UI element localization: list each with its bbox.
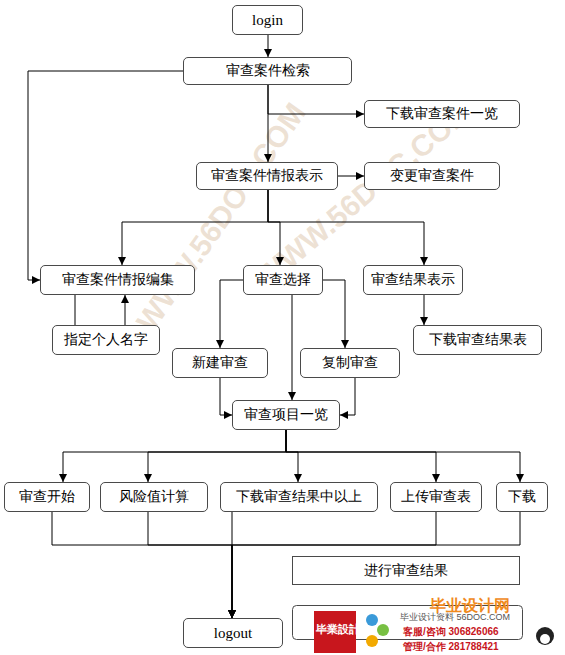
- box-text: 审查案件情报表示: [211, 168, 323, 183]
- flow-connector: [63, 430, 286, 482]
- box-text: 变更审查案件: [390, 168, 474, 183]
- flow-connector: [424, 295, 425, 325]
- box-text: logout: [214, 625, 252, 642]
- box-text: 审查结果表示: [371, 272, 455, 287]
- flow-connector: [75, 295, 76, 325]
- box-text: 下载审查案件一览: [386, 106, 498, 121]
- process-box: 新建审查: [172, 348, 268, 378]
- box-text: 审查案件检索: [226, 63, 310, 78]
- flow-connector: [148, 430, 286, 482]
- box-text: 新建审查: [192, 355, 248, 370]
- box-text: 审查项目一览: [244, 407, 328, 422]
- logo-text: 毕業設計: [316, 622, 360, 637]
- flow-connector: [292, 295, 293, 400]
- process-box: logout: [183, 618, 283, 648]
- process-box: 下载审查结果中以上: [220, 482, 378, 512]
- flow-connector: [28, 71, 183, 280]
- flow-connector: [52, 512, 232, 618]
- box-text: 上传审查表: [401, 489, 471, 504]
- box-text: login: [252, 12, 283, 29]
- flow-connector: [268, 85, 269, 162]
- process-box: login: [232, 5, 303, 35]
- logo-penguin: [540, 634, 550, 644]
- process-box: 指定个人名字: [52, 325, 160, 355]
- box-text: 复制审查: [322, 355, 378, 370]
- flow-connector: [286, 430, 436, 482]
- box-text: 风险值计算: [119, 489, 189, 504]
- flow-connector: [338, 176, 364, 177]
- flow-connector: [286, 430, 298, 482]
- logo-dot: [366, 614, 378, 626]
- box-text: 审查开始: [19, 489, 75, 504]
- process-box: 变更审查案件: [364, 162, 500, 190]
- watermark: WWW.56DOC.COM: [130, 97, 313, 338]
- box-text: 指定个人名字: [64, 332, 148, 347]
- box-text: 下载审查结果中以上: [236, 489, 362, 504]
- process-box: 进行审查结果: [292, 556, 520, 585]
- process-box: 审查开始: [4, 482, 90, 512]
- process-box: 审查案件检索: [183, 57, 352, 85]
- logo-text: 管理/合作 281788421: [403, 640, 499, 654]
- logo-dot: [377, 624, 389, 636]
- logo-text: 毕业设计资料 56DOC.COM: [400, 611, 510, 624]
- logo-penguin: [536, 627, 554, 645]
- process-box: 上传审查表: [390, 482, 482, 512]
- flow-connector: [125, 295, 126, 325]
- flow-connector: [340, 378, 355, 415]
- process-box: 风险值计算: [100, 482, 208, 512]
- flow-connector: [220, 378, 232, 415]
- process-box: 审查案件情报表示: [196, 162, 338, 190]
- flow-connector: [323, 280, 345, 348]
- logo-text: 客服/咨询 306826066: [403, 625, 499, 639]
- process-box: 审查结果表示: [363, 265, 463, 295]
- box-text: 下载: [508, 489, 536, 504]
- logo-dot: [366, 635, 378, 647]
- flow-connector: [220, 280, 243, 348]
- process-box: 复制审查: [300, 348, 400, 378]
- process-box: 审查项目一览: [232, 400, 340, 430]
- process-box: 下载审查结果表: [413, 325, 542, 355]
- process-box: 下载审查案件一览: [364, 100, 520, 128]
- process-box: 下载: [496, 482, 548, 512]
- flow-connector: [268, 35, 269, 57]
- box-text: 进行审查结果: [364, 563, 448, 578]
- box-text: 审查选择: [255, 272, 311, 287]
- flow-connector: [232, 512, 520, 618]
- process-box: 审查选择: [243, 265, 323, 295]
- box-text: 审查案件情报编集: [62, 272, 174, 287]
- box-text: 下载审查结果表: [429, 332, 527, 347]
- flow-connector: [286, 430, 520, 482]
- flow-connector: [148, 512, 232, 618]
- process-box: 审查案件情报编集: [40, 265, 195, 295]
